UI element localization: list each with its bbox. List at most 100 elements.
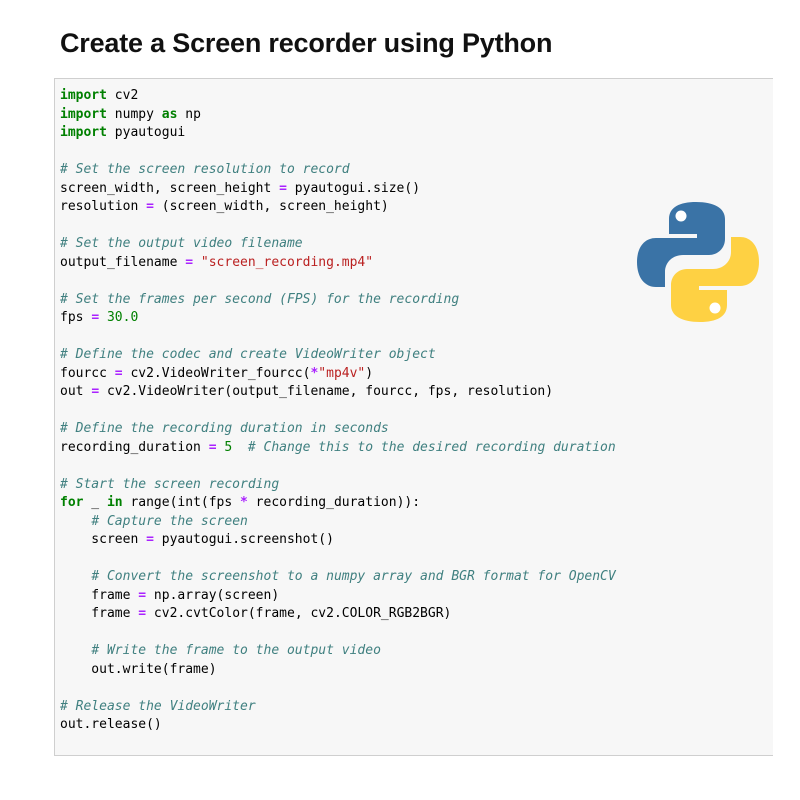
keyword: for [60, 495, 84, 510]
code-line: frame = cv2.cvtColor(frame, cv2.COLOR_RG… [60, 605, 616, 624]
code-line: out = cv2.VideoWriter(output_filename, f… [60, 383, 616, 402]
code-text: cv2.VideoWriter(output_filename, fourcc,… [99, 384, 554, 399]
code-line: fourcc = cv2.VideoWriter_fourcc(*"mp4v") [60, 365, 616, 384]
operator: = [138, 587, 147, 603]
code-text [60, 569, 91, 584]
code-line: import cv2 [60, 87, 616, 106]
code-line [60, 624, 616, 643]
string: "mp4v" [318, 365, 366, 381]
operator: = [138, 606, 147, 621]
code-line: screen_width, screen_height = pyautogui.… [60, 180, 616, 199]
code-text [99, 310, 107, 325]
operator: = [185, 254, 194, 270]
code-text: resolution [60, 199, 147, 214]
code-line: # Set the screen resolution to record [60, 161, 616, 180]
code-text: screen [60, 532, 147, 547]
python-logo-icon [636, 200, 760, 324]
code-line: screen = pyautogui.screenshot() [60, 531, 616, 550]
code-text: cv2.cvtColor(frame, cv2.COLOR_RGB2BGR) [146, 606, 452, 621]
code-line: # Write the frame to the output video [60, 642, 616, 661]
keyword: as [161, 106, 178, 122]
code-text: numpy [106, 106, 162, 122]
keyword: import [60, 106, 107, 122]
code-line: fps = 30.0 [60, 309, 616, 328]
comment: # Write the frame to the output video [91, 643, 381, 658]
code-line [60, 550, 616, 569]
comment: # Set the screen resolution to record [60, 162, 350, 177]
code-text: fourcc [60, 365, 115, 381]
code-line: # Convert the screenshot to a numpy arra… [60, 568, 616, 587]
operator: = [114, 365, 123, 381]
python-logo-svg [637, 202, 759, 322]
code-text: output_filename [60, 254, 186, 270]
code-line: # Set the output video filename [60, 235, 616, 254]
operator: = [91, 310, 100, 325]
code-text: out [60, 384, 92, 399]
operator: = [146, 532, 154, 547]
code-text: pyautogui.screenshot() [153, 532, 334, 547]
code-text: recording_duration [60, 439, 209, 455]
comment: # Set the output video filename [60, 236, 303, 251]
code-line: recording_duration = 5 # Change this to … [60, 439, 616, 458]
code-text: frame [60, 606, 139, 621]
code-text [60, 643, 91, 658]
code-text [193, 255, 201, 270]
code-line: # Start the screen recording [60, 476, 616, 495]
operator: * [240, 495, 248, 510]
code-line [60, 272, 616, 291]
number: 30.0 [106, 310, 139, 325]
code-line: frame = np.array(screen) [60, 587, 616, 606]
code-text: np [177, 106, 201, 122]
code-text: cv2 [106, 88, 139, 103]
comment: # Start the screen recording [60, 476, 280, 492]
operator: = [146, 199, 154, 214]
code-text: np.array(screen) [146, 587, 280, 603]
code-line: resolution = (screen_width, screen_heigh… [60, 198, 616, 217]
code-text: pyautogui.size() [286, 180, 421, 196]
code-line: out.release() [60, 716, 616, 735]
python-logo-eye-top [675, 210, 687, 222]
python-logo-eye-bottom [709, 302, 721, 314]
operator: = [208, 439, 217, 455]
code-text: cv2.VideoWriter_fourcc( [122, 365, 311, 381]
code-line: out.write(frame) [60, 661, 616, 680]
comment: # Set the frames per second (FPS) for th… [60, 291, 460, 307]
code-text: _ [83, 495, 107, 510]
operator: * [310, 365, 319, 381]
comment: # Define the codec and create VideoWrite… [60, 347, 436, 362]
code-text: out.write(frame) [60, 661, 217, 677]
code-text: recording_duration)): [247, 495, 421, 510]
code-line: for _ in range(int(fps * recording_durat… [60, 494, 616, 513]
code-line [60, 328, 616, 347]
code-line: # Define the codec and create VideoWrite… [60, 346, 616, 365]
code-line: output_filename = "screen_recording.mp4" [60, 254, 616, 273]
page-title: Create a Screen recorder using Python [60, 28, 553, 58]
comment: # Capture the screen [91, 513, 248, 529]
code-line: # Capture the screen [60, 513, 616, 532]
comment: # Define the recording duration in secon… [60, 421, 389, 436]
code-line [60, 217, 616, 236]
code-text [232, 440, 248, 455]
code-text: (screen_width, screen_height) [153, 199, 389, 214]
code-text: pyautogui [106, 125, 186, 140]
code-line: # Release the VideoWriter [60, 698, 616, 717]
code-text: range(int(fps [122, 495, 241, 510]
comment: # Release the VideoWriter [60, 698, 256, 714]
code-line: # Set the frames per second (FPS) for th… [60, 291, 616, 310]
code-line [60, 457, 616, 476]
comment: # Convert the screenshot to a numpy arra… [91, 569, 616, 584]
code-text: frame [60, 587, 139, 603]
string: "screen_recording.mp4" [200, 254, 374, 270]
code-line [60, 143, 616, 162]
code-line: import numpy as np [60, 106, 616, 125]
code-text: fps [60, 310, 92, 325]
code-text: ) [365, 365, 374, 381]
code-line: # Define the recording duration in secon… [60, 420, 616, 439]
number: 5 [224, 439, 233, 455]
keyword: import [60, 88, 107, 103]
code-text: out.release() [60, 717, 162, 732]
comment: # Change this to the desired recording d… [247, 439, 616, 455]
code-text [60, 514, 91, 529]
